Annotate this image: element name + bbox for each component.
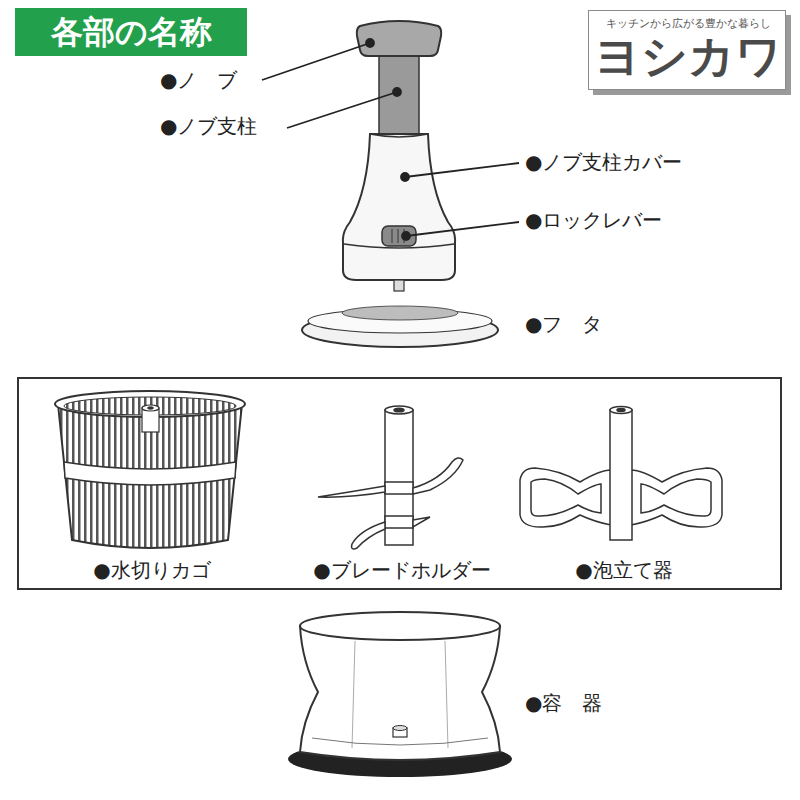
logo-box: キッチンから広がる豊かな暮らしヨシカワ — [588, 10, 786, 90]
leader-line — [406, 222, 519, 236]
parts-frame: ●水切りカゴ ●ブレードホルダー ●泡立て器 — [17, 377, 782, 590]
container — [288, 612, 512, 777]
part-label: ●ノ ブ — [160, 68, 237, 92]
spinner-basket — [55, 391, 245, 548]
logo-tagline: キッチンから広がる豊かな暮らし — [606, 17, 771, 30]
title-band: 各部の名称 — [15, 8, 247, 56]
title-text: 各部の名称 — [51, 13, 212, 51]
blade-holder — [318, 406, 463, 549]
part-label: ●容 器 — [525, 691, 602, 715]
drive-shaft — [394, 280, 404, 291]
part-label: ●ノブ支柱カバー — [525, 150, 682, 174]
leader-line — [262, 43, 370, 80]
part-label: ●ロックレバー — [525, 208, 662, 232]
knob-pillar-cover — [343, 134, 455, 280]
leader-dot — [402, 232, 410, 240]
knob-pillar — [379, 52, 419, 134]
leader-dot — [393, 88, 401, 96]
cover-rim — [370, 134, 428, 137]
knob — [357, 21, 441, 56]
part-name: ●ブレードホルダー — [313, 558, 490, 582]
leader-line — [405, 163, 519, 177]
leader-dot — [366, 39, 374, 47]
part-label: ●フ タ — [525, 312, 602, 336]
whisk — [520, 407, 722, 541]
lid — [302, 306, 498, 347]
leader-lines — [262, 39, 519, 240]
leader-line — [287, 92, 397, 128]
logo-shadow — [593, 15, 791, 95]
knob-assembly — [343, 21, 455, 291]
logo-name: ヨシカワ — [594, 29, 782, 84]
lock-lever — [382, 226, 416, 246]
leader-dot — [401, 173, 409, 181]
part-name: ●泡立て器 — [575, 558, 672, 582]
part-name: ●水切りカゴ — [93, 558, 210, 582]
part-label: ●ノブ支柱 — [160, 114, 257, 138]
